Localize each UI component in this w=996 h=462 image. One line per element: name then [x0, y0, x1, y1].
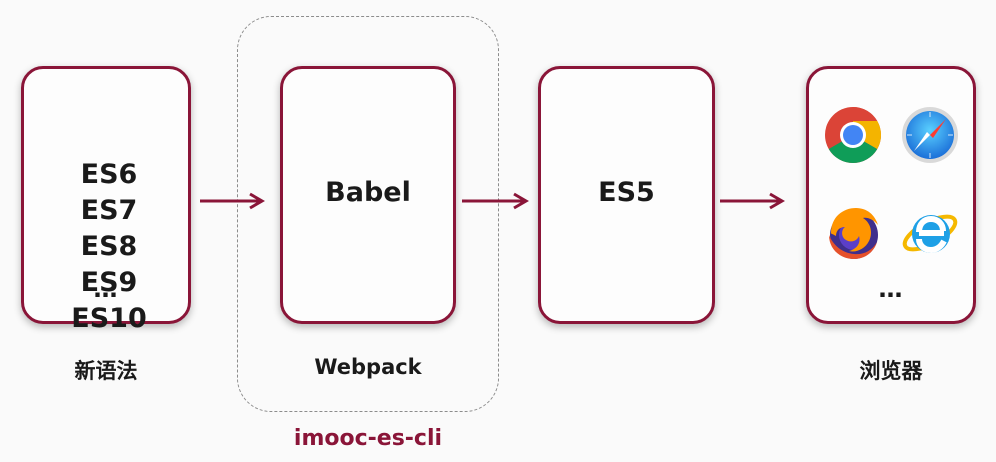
- syntax-ellipsis: …: [93, 275, 119, 303]
- es-version-item: ES6: [80, 159, 138, 190]
- syntax-box: ES6 ES7 ES8 ES9 ES10 …: [21, 66, 191, 334]
- arrow-syntax-to-babel: [200, 192, 265, 210]
- es5-title: ES5: [598, 177, 655, 208]
- webpack-label: Webpack: [314, 355, 422, 379]
- browser-ellipsis: …: [878, 275, 904, 303]
- es-version-item: ES9: [80, 267, 138, 298]
- firefox-icon: [829, 208, 878, 259]
- webpack-group-border: [237, 16, 499, 412]
- safari-icon: [902, 107, 958, 163]
- browser-label: 浏览器: [859, 359, 923, 383]
- babel-box: Babel: [280, 66, 456, 324]
- es-version-item: ES10: [71, 303, 147, 334]
- arrow-es5-to-browser: [720, 192, 785, 210]
- es5-box: ES5: [538, 66, 715, 324]
- browser-box: …: [806, 66, 976, 324]
- internet-explorer-icon: [902, 214, 958, 254]
- cli-label: imooc-es-cli: [293, 426, 443, 451]
- syntax-label: 新语法: [74, 359, 138, 383]
- es-version-item: ES7: [80, 195, 138, 226]
- arrow-babel-to-es5: [462, 192, 529, 210]
- chrome-icon: [825, 107, 882, 164]
- es-version-list: ES6 ES7 ES8 ES9 ES10: [24, 157, 194, 337]
- es-version-item: ES8: [80, 231, 138, 262]
- babel-title: Babel: [325, 177, 411, 208]
